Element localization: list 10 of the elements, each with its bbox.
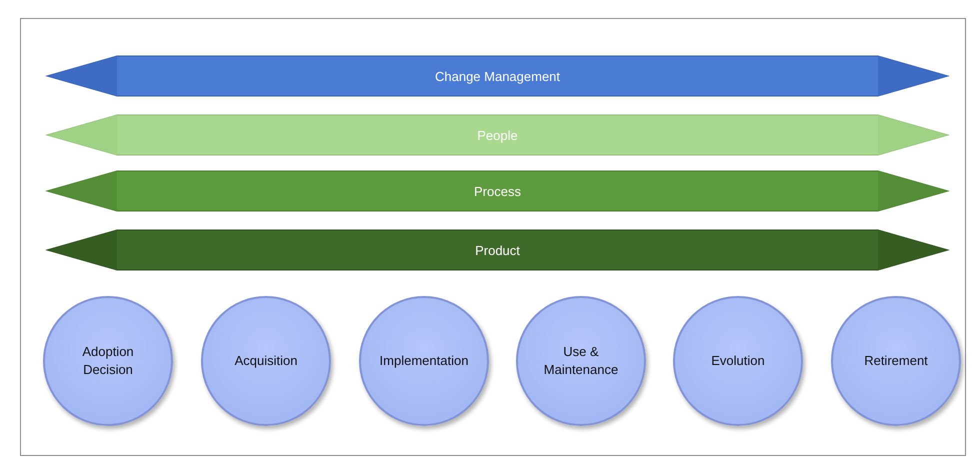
band-label: Product: [475, 242, 520, 258]
phase-circle: Acquisition: [201, 296, 331, 426]
band-label: Process: [474, 184, 521, 198]
band-label: People: [477, 128, 518, 142]
phase-circle: Retirement: [831, 296, 961, 426]
phase-circle: Implementation: [359, 296, 489, 426]
phase-circle: Use & Maintenance: [516, 296, 646, 426]
phase-circle: Evolution: [673, 296, 803, 426]
band-label: Change Management: [434, 68, 560, 84]
phase-circle: Adoption Decision: [43, 296, 173, 426]
